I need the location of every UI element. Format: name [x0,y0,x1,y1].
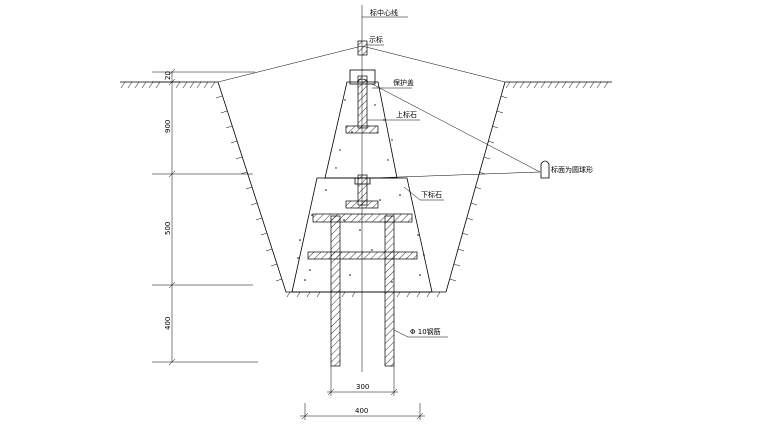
dim-300: 300 [356,383,369,391]
horizontal-dimension-400 [300,403,425,420]
leader-lines [367,44,541,338]
guy-lines [217,45,506,83]
dim-400-vertical: 400 [164,317,172,330]
sphere-surface-indicator [540,160,550,179]
label-lower-stone: 下标石 [421,190,442,199]
label-upper-stone: 上标石 [396,110,417,119]
dim-20: 20 [164,71,172,80]
dim-900: 900 [164,120,172,133]
label-cover: 保护盖 [393,78,414,87]
label-rebar: Φ 10钢筋 [410,327,441,336]
horizontal-dimension-300 [327,366,398,396]
lower-stem [354,174,371,206]
label-surface-note: 标面为圆球形 [551,165,593,174]
upper-cross-plate [312,213,413,223]
ground-surface-right [505,81,612,89]
upper-stone-plate [345,125,379,134]
label-center-line: 标中心线 [370,8,398,17]
rebar-legs [330,215,395,367]
lower-cross-plate [307,251,418,260]
upper-stem [356,75,369,129]
label-marker-plate: 示标 [369,35,383,44]
top-marker-plate [357,40,368,56]
dim-400-horizontal: 400 [355,407,368,415]
dim-500: 500 [164,222,172,235]
lower-stone-plate [345,200,379,209]
vertical-dimension-chain [152,68,258,366]
